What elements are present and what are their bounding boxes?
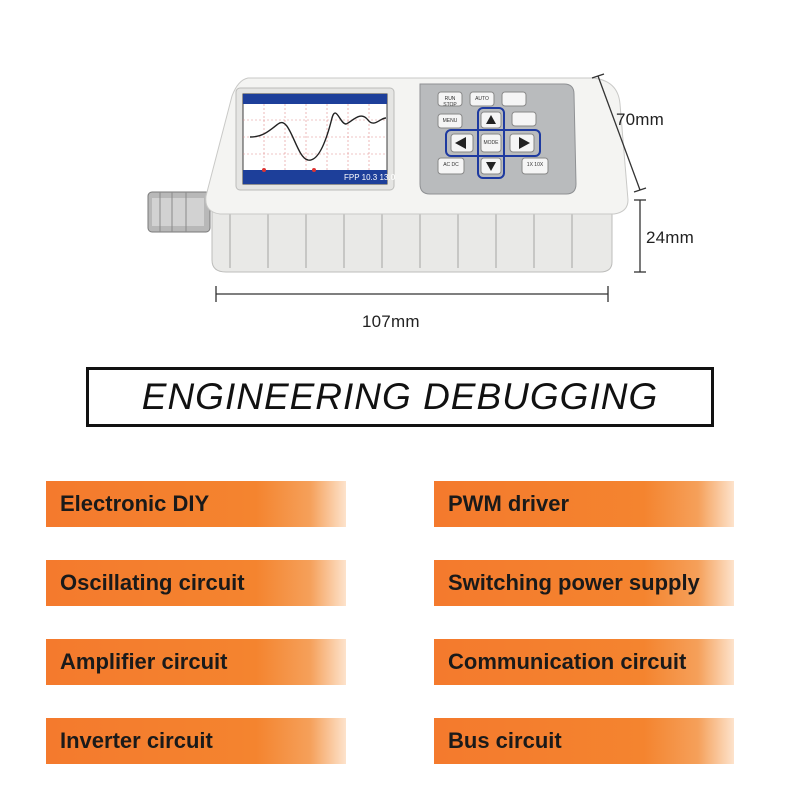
menu-button-label: MENU	[442, 118, 458, 124]
mode-button-label: MODE	[483, 140, 499, 146]
oscilloscope-device-illustration	[147, 73, 647, 302]
application-tag: Switching power supply	[434, 560, 734, 606]
application-tag: Inverter circuit	[46, 718, 346, 764]
ac-dc-button-label: AC DC	[443, 162, 459, 168]
run-stop-button-label: RUN STOP	[443, 96, 457, 108]
screen-readout-left: 10.3	[361, 173, 378, 182]
screen-readout-right: 13.0	[379, 173, 396, 182]
oscilloscope-screen	[242, 93, 388, 185]
application-tag: Oscillating circuit	[46, 560, 346, 606]
auto-button-label: AUTO	[475, 96, 489, 102]
waveform-trace	[249, 112, 387, 161]
application-tag: Amplifier circuit	[46, 639, 346, 685]
width-dimension-label: 107mm	[362, 312, 420, 331]
banner-title: ENGINEERING DEBUGGING	[141, 376, 659, 417]
case-ribs	[229, 205, 573, 268]
application-tag: PWM driver	[434, 481, 734, 527]
keypad-panel	[419, 83, 577, 195]
depth-dimension-label: 24mm	[646, 228, 695, 247]
application-tag: Bus circuit	[434, 718, 734, 764]
bnc-connector	[147, 191, 211, 233]
section-banner: ENGINEERING DEBUGGING	[86, 367, 714, 427]
dimension-lines	[215, 73, 647, 302]
application-tag: Communication circuit	[434, 639, 734, 685]
screen-readout: FPP 10.3 13.0	[344, 173, 395, 182]
application-tag: Electronic DIY	[46, 481, 346, 527]
probe-attenuation-button-label: 1X 10X	[526, 162, 544, 168]
screen-readout-small: FPP	[344, 173, 360, 182]
height-dimension-label: 70mm	[616, 110, 665, 129]
